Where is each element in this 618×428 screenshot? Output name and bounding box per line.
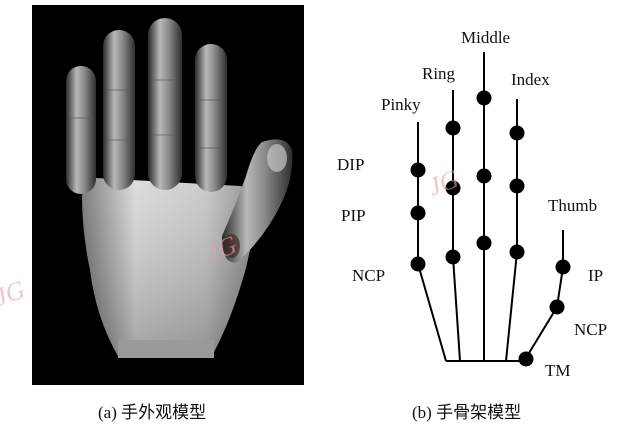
- svg-text:JG: JG: [424, 164, 463, 202]
- label-index: Index: [511, 70, 550, 89]
- caption-a: (a) 手外观模型: [98, 403, 206, 422]
- label-middle: Middle: [461, 28, 510, 47]
- joint-pinky-ncp: [411, 257, 426, 272]
- joint-ring-tip: [446, 121, 461, 136]
- joint-thumb-ncp: [550, 300, 565, 315]
- joint-middle-dip: [477, 169, 492, 184]
- finger-pinky: [66, 66, 96, 194]
- joint-ring-ncp: [446, 250, 461, 265]
- joint-index-dip: [510, 179, 525, 194]
- label-ncp: NCP: [352, 266, 385, 285]
- hand-appearance-panel: [32, 5, 304, 385]
- joint-middle-tip: [477, 91, 492, 106]
- label-ip: IP: [588, 266, 603, 285]
- finger-index: [195, 44, 227, 192]
- caption-b: (b) 手骨架模型: [412, 403, 521, 422]
- joint-thumb-ip: [556, 260, 571, 275]
- label-pinky: Pinky: [381, 95, 421, 114]
- label-ring: Ring: [422, 64, 456, 83]
- label-tm: TM: [545, 361, 571, 380]
- finger-ring: [103, 30, 135, 190]
- joint-pinky-dip: [411, 163, 426, 178]
- bone-thumb-base: [526, 307, 557, 358]
- label-dip: DIP: [337, 155, 364, 174]
- joint-pinky-pip: [411, 206, 426, 221]
- finger-middle: [148, 18, 182, 190]
- label-thumb: Thumb: [548, 196, 597, 215]
- label-pip: PIP: [341, 206, 366, 225]
- bone-index-base: [506, 252, 517, 361]
- skeleton-labels: Middle Ring Index Pinky Thumb DIP PIP NC…: [337, 28, 607, 380]
- joint-middle-ncp: [477, 236, 492, 251]
- svg-text:JG: JG: [0, 275, 29, 313]
- bone-pinky-base: [418, 264, 446, 361]
- joint-index-tip: [510, 126, 525, 141]
- label-thumb-ncp: NCP: [574, 320, 607, 339]
- joint-index-ncp: [510, 245, 525, 260]
- joint-thumb-tm: [519, 352, 534, 367]
- hand-skeleton-panel: Middle Ring Index Pinky Thumb DIP PIP NC…: [337, 28, 607, 380]
- bone-ring-base: [453, 257, 460, 361]
